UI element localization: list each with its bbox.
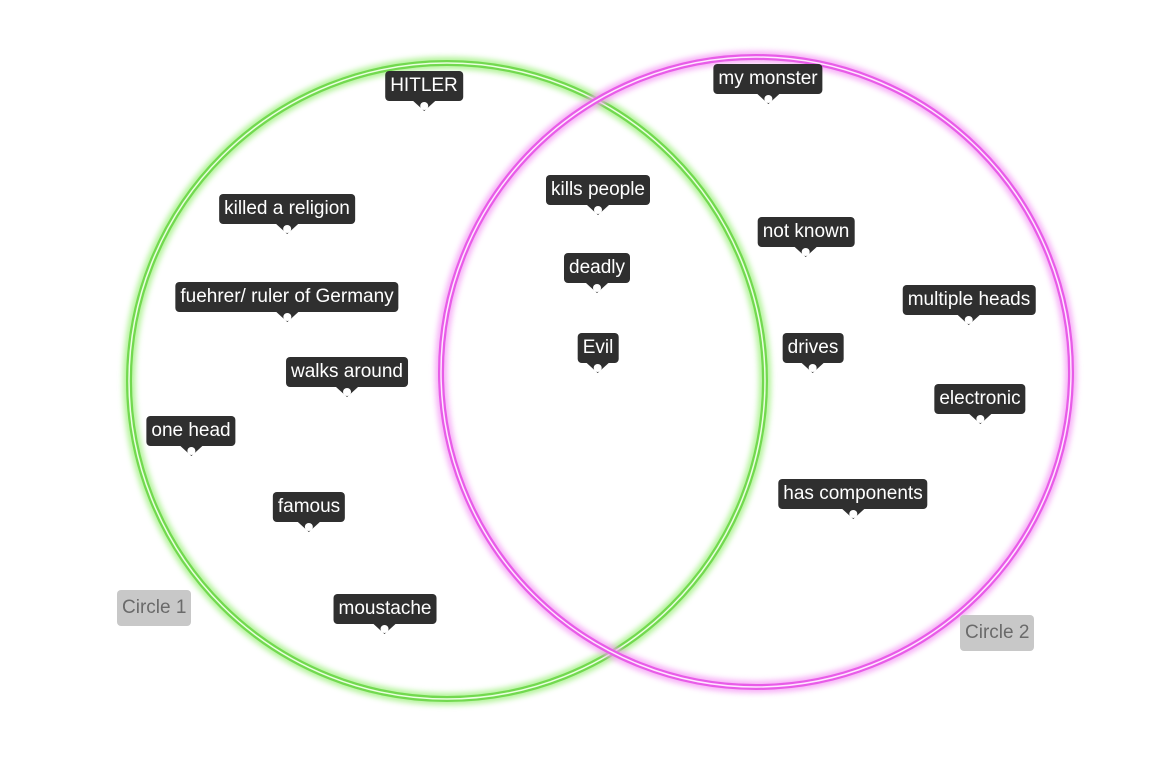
item-tag[interactable]: electronic [934,384,1026,424]
item-text: not known [762,221,850,242]
item-tag[interactable]: Evil [577,333,619,373]
circle-1[interactable] [123,57,771,705]
item-text: electronic [939,388,1021,409]
pin-dot-icon [809,364,817,372]
item-tag[interactable]: HITLER [385,71,463,111]
pin-dot-icon [848,510,857,518]
circle-2-label[interactable]: Circle 2 [960,615,1035,651]
pin-dot-icon [594,364,602,372]
pin-dot-icon [283,313,291,321]
item-text: fuehrer/ ruler of Germany [180,286,394,307]
item-tag[interactable]: moustache [333,594,437,634]
item-text: famous [277,496,341,517]
item-tag[interactable]: multiple heads [902,285,1036,325]
item-tag[interactable]: deadly [564,253,630,293]
pin-dot-icon [594,206,602,214]
item-tag[interactable]: drives [782,333,844,373]
item-tag[interactable]: my monster [713,64,823,104]
pin-dot-icon [187,447,195,455]
item-text: one head [151,420,231,441]
item-text: Evil [582,337,614,358]
pin-dot-icon [802,248,810,256]
circle-2[interactable] [435,51,1077,693]
item-text: HITLER [390,75,458,96]
item-text: multiple heads [907,289,1031,310]
item-text: killed a religion [224,198,350,219]
pin-dot-icon [342,388,351,396]
item-text: drives [787,337,839,358]
item-tag[interactable]: kills people [546,175,650,215]
item-tag[interactable]: fuehrer/ ruler of Germany [175,282,399,322]
item-text: walks around [291,361,403,382]
item-text: kills people [551,179,645,200]
pin-dot-icon [764,95,772,103]
item-tag[interactable]: killed a religion [219,194,355,234]
pin-dot-icon [975,415,984,423]
item-text: has components [783,483,923,504]
pin-dot-icon [283,225,291,233]
pin-dot-icon [380,625,389,633]
pin-dot-icon [305,523,313,531]
item-tag[interactable]: one head [146,416,236,456]
pin-dot-icon [593,284,601,292]
item-text: moustache [338,598,432,619]
item-text: my monster [718,68,818,89]
item-text: deadly [569,257,625,278]
item-tag[interactable]: has components [778,479,928,519]
pin-dot-icon [419,102,428,110]
item-tag[interactable]: famous [272,492,346,532]
circle-1-label[interactable]: Circle 1 [117,590,192,626]
pin-dot-icon [965,316,973,324]
item-tag[interactable]: walks around [286,357,408,397]
item-tag[interactable]: not known [757,217,855,257]
